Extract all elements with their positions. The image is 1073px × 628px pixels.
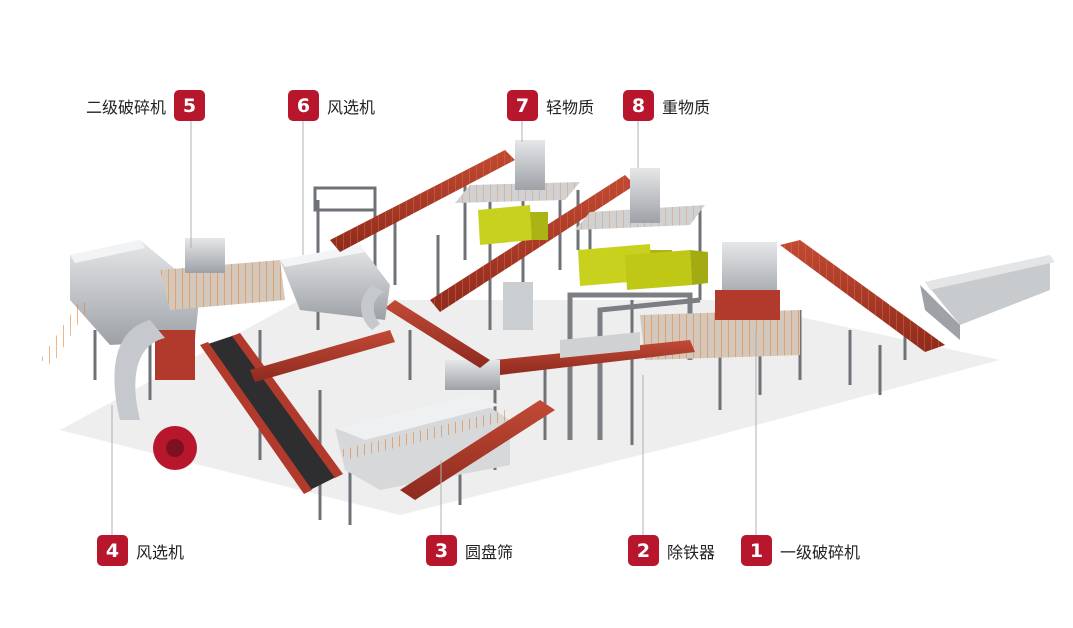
- callout-primary-shredder: 1 一级破碎机: [741, 535, 860, 566]
- platform-heavy: [575, 168, 705, 230]
- callout-number-badge: 3: [426, 535, 457, 566]
- callout-number-badge: 5: [174, 90, 206, 121]
- callout-label: 风选机: [327, 97, 376, 117]
- callout-number-badge: 8: [623, 90, 654, 121]
- conveyor-magnet: [495, 332, 695, 375]
- callout-air-separator-6: 6 风选机: [288, 90, 375, 121]
- callout-label: 轻物质: [546, 97, 595, 117]
- callout-number-badge: 4: [97, 535, 128, 566]
- callout-secondary-shredder: 二级破碎机 5: [86, 90, 206, 121]
- conveyor-heavy-material: [430, 175, 635, 312]
- callout-air-separator-4: 4 风选机: [97, 535, 184, 566]
- air-separator-4: [40, 240, 200, 470]
- conveyor-light-material: [330, 150, 515, 252]
- secondary-shredder: [160, 238, 285, 310]
- callout-label: 二级破碎机: [86, 97, 167, 117]
- callout-label: 除铁器: [667, 542, 716, 562]
- air-separator-6: [280, 245, 390, 330]
- callout-label: 圆盘筛: [465, 542, 514, 562]
- callout-number-badge: 7: [507, 90, 538, 121]
- callout-light-material: 7 轻物质: [507, 90, 594, 121]
- conveyor-feed: [780, 240, 945, 352]
- callout-heavy-material: 8 重物质: [623, 90, 710, 121]
- conveyor-middle: [250, 300, 490, 382]
- truck-light: [478, 205, 548, 245]
- platform-light: [455, 140, 580, 203]
- collection-bins: [313, 186, 533, 330]
- callout-label: 风选机: [136, 542, 185, 562]
- callout-label: 一级破碎机: [780, 542, 861, 562]
- callout-label: 重物质: [662, 97, 711, 117]
- callout-number-badge: 6: [288, 90, 319, 121]
- callout-number-badge: 2: [628, 535, 659, 566]
- conveyor-lower-right: [400, 400, 555, 500]
- truck-heavy-2: [625, 250, 708, 290]
- callout-number-badge: 1: [741, 535, 772, 566]
- callout-disc-screen: 3 圆盘筛: [426, 535, 513, 566]
- callout-iron-remover: 2 除铁器: [628, 535, 715, 566]
- leader-lines: [111, 121, 757, 535]
- feed-hopper: [920, 255, 1055, 340]
